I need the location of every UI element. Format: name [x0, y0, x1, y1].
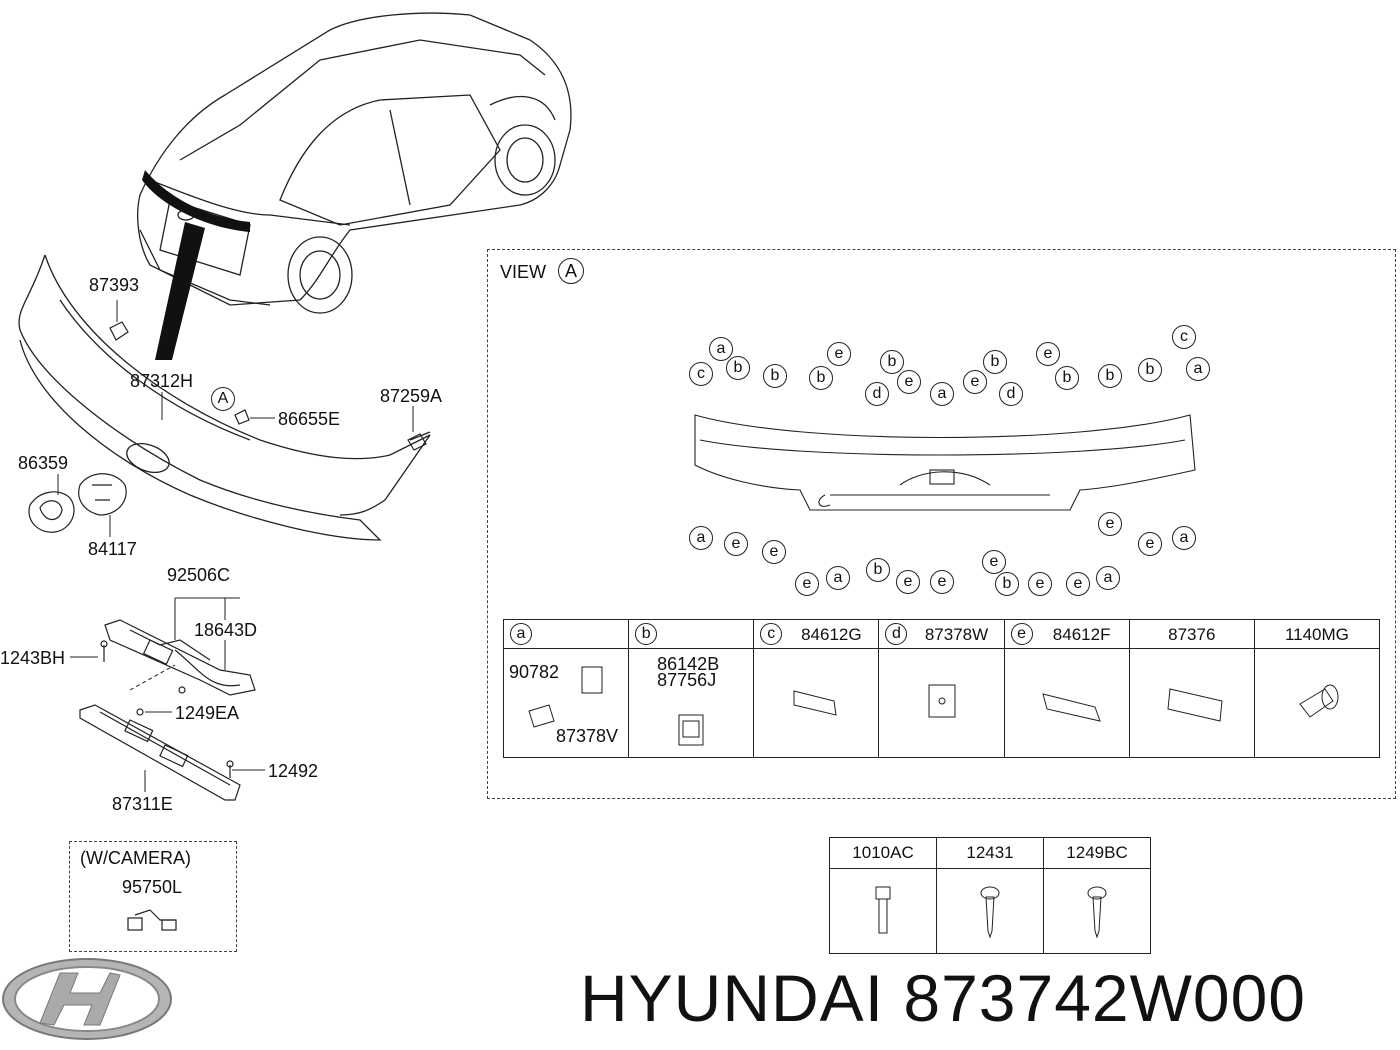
view-garnish-drawing [694, 414, 1196, 511]
top-callout-10: e [963, 370, 987, 394]
foam-icon [1167, 688, 1223, 722]
top-callout-0: c [689, 362, 713, 386]
screw-icon [936, 868, 1044, 954]
legend-head-a: a [502, 619, 630, 649]
part-label-86655e: 86655E [278, 409, 341, 429]
fastener-head-1: 1010AC [829, 837, 937, 869]
legend-cell-a: 90782 87378V [502, 648, 630, 758]
legend-head-b: b [628, 619, 755, 649]
bottom-callout-8: e [982, 550, 1006, 574]
bottom-callout-1: e [724, 532, 748, 556]
leader-lines [57, 300, 414, 792]
part-label-90782: 90782 [509, 662, 560, 682]
part-label-87312h: 87312H [130, 371, 194, 391]
top-callout-14: b [1055, 366, 1079, 390]
top-callout-9: a [930, 382, 954, 406]
legend-cell-b: 86142B 87756J [628, 648, 755, 758]
push-clip-icon [1299, 684, 1339, 718]
legend-cell-d [878, 648, 1005, 758]
top-callout-13: e [1036, 342, 1060, 366]
part-label-18643d: 18643D [194, 620, 258, 640]
part-label-87393: 87393 [89, 275, 140, 295]
tapping-screw-icon [1043, 868, 1151, 954]
top-callout-18: a [1186, 357, 1210, 381]
small-parts [28, 321, 427, 533]
camera-part [127, 909, 177, 931]
part-label-86142b: 86142B [657, 654, 720, 674]
legend-cell-e [1003, 648, 1130, 758]
part-label-87259a: 87259A [380, 386, 443, 406]
top-callout-6: d [865, 382, 889, 406]
bottom-callout-12: a [1096, 566, 1120, 590]
part-label-86359: 86359 [18, 453, 69, 473]
bottom-callout-3: e [795, 572, 819, 596]
top-callout-11: b [983, 350, 1007, 374]
top-callout-2: b [726, 356, 750, 380]
top-callout-15: b [1098, 364, 1122, 388]
top-callout-3: b [763, 364, 787, 388]
car-illustration [137, 12, 572, 314]
view-title: VIEW [500, 262, 547, 282]
view-a-panel [487, 249, 1396, 799]
top-callout-17: c [1172, 325, 1196, 349]
garnish-panel [18, 254, 431, 541]
bottom-callout-7: e [930, 570, 954, 594]
lamp-assembly [79, 619, 256, 801]
part-label-12492: 12492 [268, 761, 319, 781]
bottom-callout-5: b [866, 558, 890, 582]
top-callout-5: e [827, 342, 851, 366]
square-pad-icon [928, 684, 956, 718]
camera-option-box: (W/CAMERA) 95750L [69, 841, 237, 952]
legend-cell-1140mg [1253, 648, 1381, 758]
top-callout-1: a [709, 337, 733, 361]
bottom-callout-11: e [1066, 572, 1090, 596]
legend-cell-c [753, 648, 880, 758]
clip-icon [528, 666, 603, 728]
part-label-92506c: 92506C [167, 565, 231, 585]
part-label-87378v: 87378V [556, 726, 619, 746]
top-callout-7: b [880, 350, 904, 374]
bottom-callout-6: e [896, 570, 920, 594]
brand-title: HYUNDAI 873742W000 [580, 961, 1307, 1035]
part-label-87311e: 87311E [112, 794, 173, 814]
view-circle: A [558, 258, 584, 284]
top-callout-8: e [897, 370, 921, 394]
legend-head-87376: 87376 [1128, 619, 1255, 649]
fastener-head-2: 12431 [936, 837, 1044, 869]
top-callout-4: b [809, 366, 833, 390]
top-callout-16: b [1138, 358, 1162, 382]
legend-head-1140mg: 1140MG [1253, 619, 1381, 649]
tape-icon [1041, 693, 1101, 722]
part-label-1249ea: 1249EA [175, 703, 240, 723]
bolt-icon [829, 868, 937, 954]
camera-part-label: 95750L [122, 877, 183, 897]
bottom-callout-4: a [826, 566, 850, 590]
fastener-table: 1010AC 12431 1249BC [829, 837, 1151, 954]
part-label-87756j: 87756J [657, 670, 717, 690]
top-callout-12: d [999, 382, 1023, 406]
bottom-callout-10: e [1028, 572, 1052, 596]
fastener-head-3: 1249BC [1043, 837, 1151, 869]
part-label-1243bh: 1243BH [0, 648, 66, 668]
view-a-marker: A [211, 387, 235, 411]
bottom-callout-0: a [689, 526, 713, 550]
garnish-highlight [142, 170, 250, 232]
camera-box-title: (W/CAMERA) [80, 848, 191, 868]
part-label-84117: 84117 [88, 539, 137, 559]
bottom-callout-2: e [762, 540, 786, 564]
bottom-callout-9: b [995, 572, 1019, 596]
pointer-arrow [155, 222, 205, 360]
bottom-callout-13: e [1098, 512, 1122, 536]
retainer-icon [678, 714, 704, 746]
legend-cell-87376 [1128, 648, 1255, 758]
hyundai-logo [2, 958, 172, 1040]
bottom-callout-15: a [1172, 526, 1196, 550]
bottom-callout-14: e [1138, 532, 1162, 556]
pad-icon [793, 690, 837, 716]
